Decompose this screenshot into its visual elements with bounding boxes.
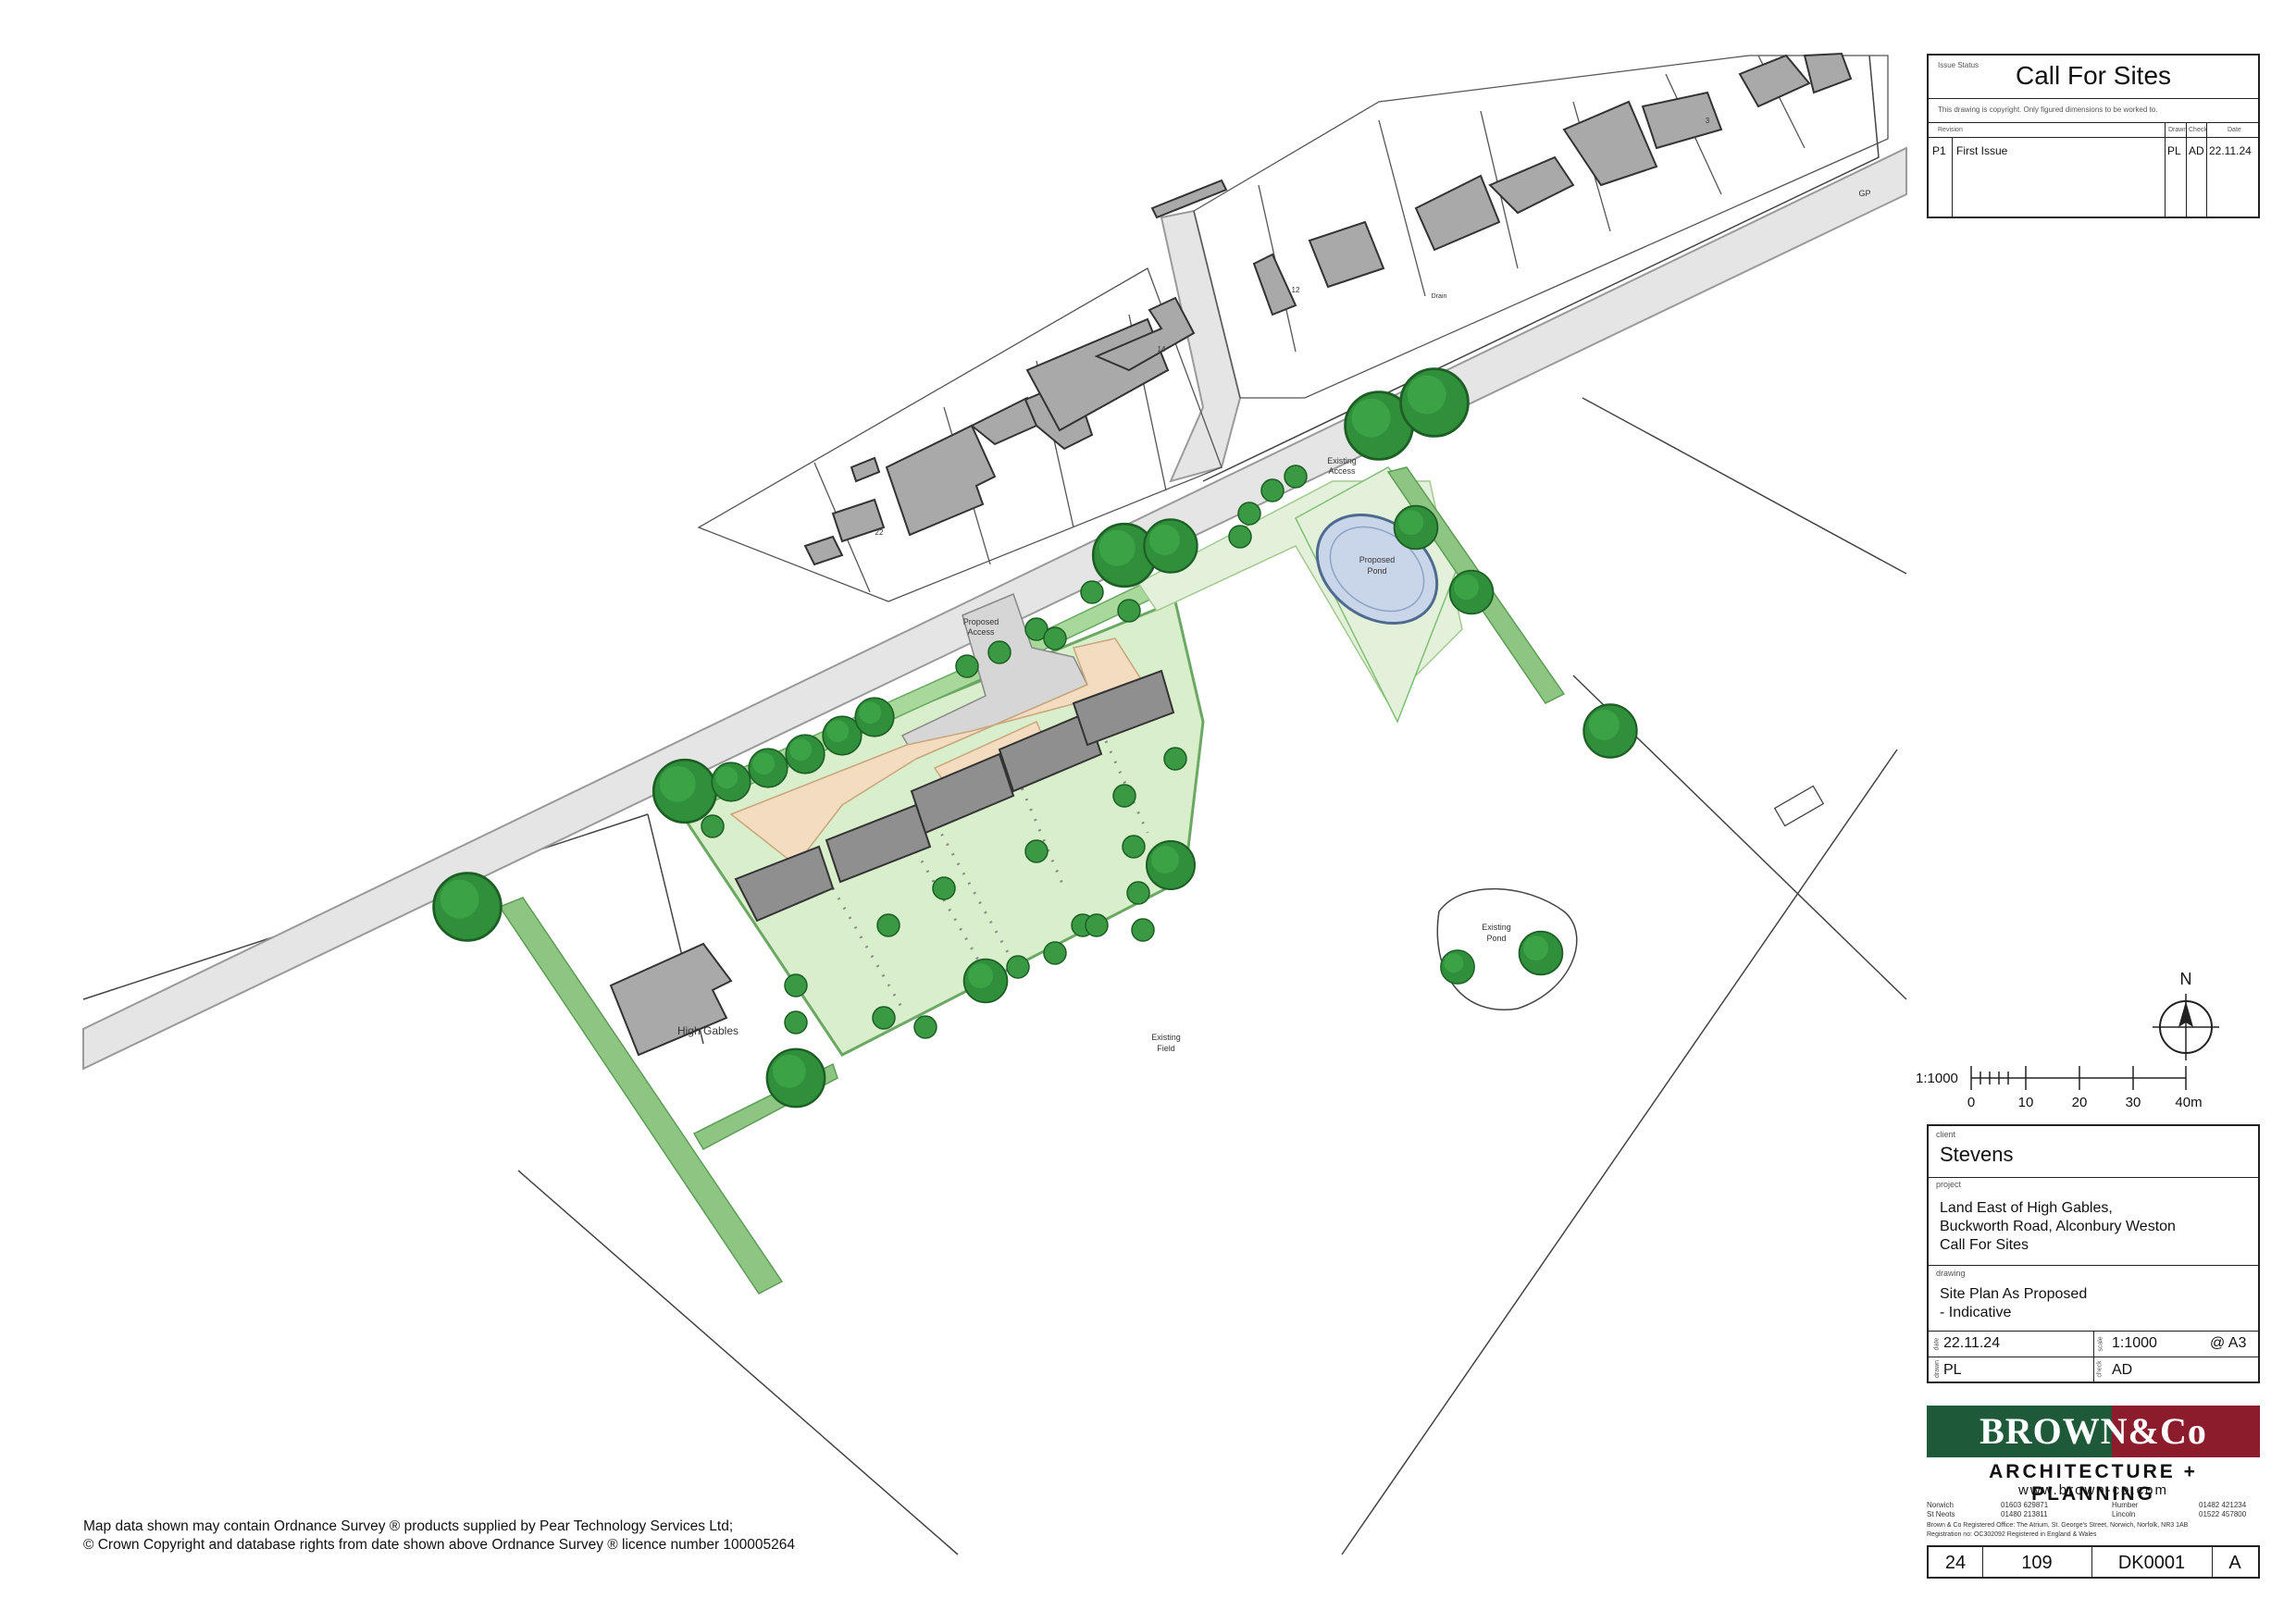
label-existing-access-1: Existing — [1327, 456, 1357, 465]
date-value: 22.11.24 — [1943, 1335, 2001, 1351]
scale-bar: 1:1000 0 10 20 30 40m — [1916, 1066, 2203, 1110]
company-logo: BROWN&Co — [1927, 1406, 2260, 1457]
label-house-22: 22 — [875, 528, 884, 537]
company-web: www.brown-co.com — [2017, 1482, 2169, 1498]
office-norwich-name: Norwich — [1927, 1501, 1954, 1509]
map-labels: Proposed Access Existing Access Proposed… — [677, 117, 1871, 1053]
rev-p1-drawn: PL — [2167, 144, 2181, 157]
issue-status-value: Call For Sites — [2015, 61, 2172, 90]
drawing-line-2: - Indicative — [1940, 1305, 2012, 1320]
side-road — [1160, 209, 1242, 483]
scale-value: 1:1000 — [2112, 1335, 2157, 1351]
company-tagline: ARCHITECTURE + PLANNING — [1989, 1461, 2198, 1505]
check-value: AD — [2112, 1362, 2133, 1378]
label-proposed-pond-1: Proposed — [1359, 555, 1396, 564]
drawing-number-block: 24 109 DK0001 A — [1927, 1545, 2260, 1579]
office-stneots-name: St Neots — [1927, 1510, 1955, 1518]
paving — [729, 638, 1149, 867]
drawing-rev: A — [2228, 1553, 2241, 1573]
office-lincoln-phone: 01522 457800 — [2199, 1510, 2247, 1518]
client-caption: client — [1936, 1130, 1956, 1139]
drawing-line-1: Site Plan As Proposed — [1940, 1286, 2088, 1302]
north-label: N — [2180, 970, 2192, 988]
rev-header-date: Date — [2228, 127, 2241, 133]
scale-caption: scale — [2097, 1336, 2104, 1352]
label-existing-field-2: Field — [1157, 1044, 1175, 1053]
garden-dividers — [831, 730, 1149, 1010]
rev-p1-description: First Issue — [1956, 144, 2008, 157]
label-proposed-pond-2: Pond — [1367, 566, 1386, 576]
rev-p1-date: 22.11.24 — [2209, 144, 2252, 157]
office-lincoln-name: Lincoln — [2112, 1510, 2136, 1518]
drawing-code: DK0001 — [2117, 1553, 2186, 1573]
drawing-number: 109 — [2021, 1553, 2053, 1573]
scale-tick-30: 30 — [2126, 1095, 2141, 1110]
title-block: client Stevens project Land East of High… — [1927, 1124, 2260, 1383]
site-boundary — [673, 599, 1205, 1057]
office-norwich: Norwich 01603 629871 St Neots 01480 2138… — [1927, 1501, 2260, 1529]
project-line-3: Call For Sites — [1940, 1237, 2029, 1253]
label-existing-pond-2: Pond — [1486, 934, 1506, 943]
registered-office: Brown & Co Registered Office: The Atrium… — [1927, 1522, 2189, 1529]
registration-number: Registration no: OC302092 Registered in … — [1927, 1531, 2097, 1538]
client-name: Stevens — [1940, 1143, 2014, 1166]
label-proposed-access-1: Proposed — [963, 617, 999, 626]
label-drain: Drain — [1432, 293, 1447, 300]
project-caption: project — [1936, 1180, 1962, 1189]
green-corridor-west — [498, 897, 784, 1295]
label-house-3: 3 — [1706, 117, 1710, 125]
office-humber-name: Humber — [2112, 1501, 2139, 1509]
os-copyright: Map data shown may contain Ordnance Surv… — [83, 1518, 795, 1555]
company-logo-text: BROWN&Co — [1980, 1410, 2207, 1452]
rev-header-check: Check — [2189, 127, 2207, 133]
office-humber-phone: 01482 421234 — [2199, 1501, 2247, 1509]
check-caption: check — [2096, 1360, 2104, 1378]
issue-status-caption: Issue Status — [1938, 61, 1980, 69]
label-existing-pond-1: Existing — [1482, 923, 1511, 932]
scale-tick-20: 20 — [2072, 1095, 2088, 1110]
issue-status-block: Issue Status Call For Sites This drawing… — [1927, 54, 2260, 218]
os-copyright-line-2: © Crown Copyright and database rights fr… — [83, 1537, 796, 1553]
label-gp: GP — [1858, 189, 1870, 198]
label-high-gables: High Gables — [677, 1024, 738, 1037]
scale-tick-0: 0 — [1967, 1095, 1975, 1110]
office-stneots-phone: 01480 213811 — [2001, 1510, 2048, 1518]
drawing-job: 24 — [1944, 1553, 1967, 1573]
rev-header-drawn: Drawn — [2168, 127, 2188, 133]
label-existing-access-2: Access — [1328, 466, 1356, 476]
existing-buildings — [609, 52, 1853, 1057]
project-line-1: Land East of High Gables, — [1940, 1200, 2113, 1216]
scale-tick-40: 40m — [2175, 1095, 2202, 1110]
label-house-12: 12 — [1292, 286, 1300, 294]
drawn-value: PL — [1943, 1362, 1962, 1378]
north-arrow: N — [2153, 970, 2219, 1060]
copyright-note: This drawing is copyright. Only figured … — [1938, 105, 2158, 114]
label-existing-field-1: Existing — [1151, 1033, 1181, 1042]
scale-ratio: 1:1000 — [1916, 1071, 1958, 1086]
drawn-caption: drawn — [1934, 1359, 1942, 1379]
project-line-2: Buckworth Road, Alconbury Weston — [1940, 1219, 2176, 1234]
scale-tick-10: 10 — [2018, 1095, 2034, 1110]
label-house-14: 14 — [1158, 345, 1166, 353]
existing-plots — [697, 55, 1889, 602]
proposed-houses — [734, 669, 1175, 923]
rev-header-revision: Revision — [1938, 127, 1963, 133]
os-copyright-line-1: Map data shown may contain Ordnance Surv… — [83, 1518, 734, 1534]
rev-p1-code: P1 — [1932, 144, 1946, 157]
drawing-caption: drawing — [1936, 1269, 1966, 1278]
paper-size: @ A3 — [2210, 1335, 2247, 1351]
label-proposed-access-2: Access — [967, 627, 995, 637]
date-caption: date — [1933, 1337, 1941, 1351]
office-norwich-phone: 01603 629871 — [2001, 1501, 2049, 1509]
rev-p1-check: AD — [2189, 144, 2204, 157]
